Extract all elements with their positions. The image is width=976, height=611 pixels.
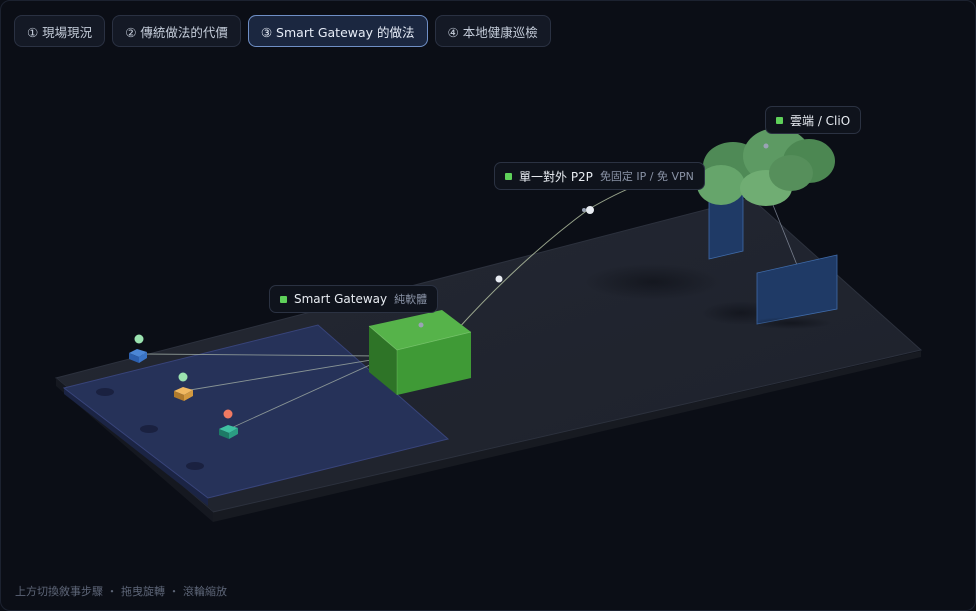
story-tabs: ① 現場現況 ② 傳統做法的代價 ③ Smart Gateway 的做法 ④ 本… (14, 15, 551, 47)
device-status-dot (178, 372, 188, 382)
tab-smart-gateway[interactable]: ③ Smart Gateway 的做法 (247, 15, 428, 47)
status-dot (280, 295, 287, 303)
interaction-hint: 上方切換敘事步驟 ・ 拖曳旋轉 ・ 滾輪縮放 (15, 585, 227, 598)
smart-gateway-box[interactable] (368, 310, 472, 395)
status-dot (505, 172, 512, 180)
status-dot (776, 116, 783, 124)
device-status-dot (134, 334, 144, 344)
device-links (142, 353, 384, 430)
device-orange[interactable] (174, 387, 193, 401)
tab-traditional-cost[interactable]: ② 傳統做法的代價 (112, 15, 241, 47)
site-zone (62, 324, 450, 506)
cloud-label: 雲端 / CliO (765, 106, 862, 134)
device-alert-dot (223, 409, 233, 419)
device-blue[interactable] (129, 349, 147, 363)
cloud-link-line (772, 204, 798, 266)
tab-site-status[interactable]: ① 現場現況 (14, 15, 106, 47)
gateway-label: Smart Gateway 純軟體 (269, 285, 439, 313)
device-teal[interactable] (219, 425, 238, 439)
cloud-icon[interactable] (697, 128, 835, 206)
cloud-server-panel[interactable] (751, 254, 838, 329)
tab-local-health-check[interactable]: ④ 本地健康巡檢 (434, 15, 551, 47)
p2p-label: 單一對外 P2P 免固定 IP / 免 VPN (494, 162, 705, 190)
